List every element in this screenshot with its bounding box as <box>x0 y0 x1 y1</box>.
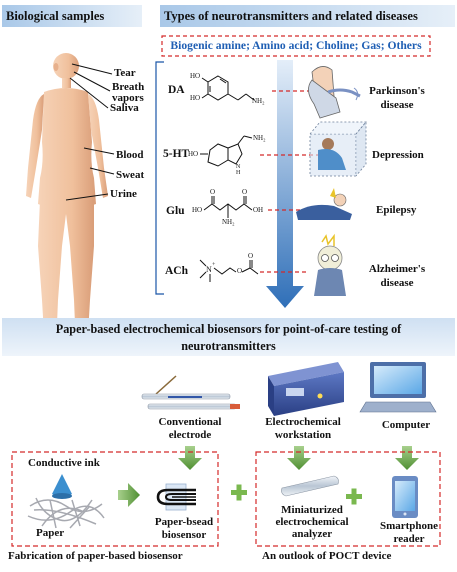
label-smartphone-reader: Smartphone reader <box>379 520 439 545</box>
mol-5ht-nh: N H <box>236 164 241 176</box>
header-biological-samples-text: Biological samples <box>6 8 105 23</box>
nt-abbr-glu: Glu <box>166 205 185 217</box>
5ht-molecule <box>200 135 253 167</box>
nt-abbr-ach: ACh <box>165 265 189 277</box>
down-arrow <box>266 60 304 308</box>
poct-box-border <box>255 451 441 547</box>
computer-illustration <box>359 362 437 413</box>
header-types: Types of neurotransmitters and related d… <box>160 5 455 27</box>
mol-5ht-nh2: NH₂ <box>253 134 266 142</box>
label-urine: Urine <box>110 188 137 200</box>
mol-glu-ho: HO <box>192 206 203 214</box>
category-box-border <box>161 35 431 57</box>
neurotransmitter-bracket <box>155 61 164 295</box>
banner: Paper-based electrochemical biosensors f… <box>2 318 455 356</box>
label-blood: Blood <box>116 149 144 161</box>
header-types-text: Types of neurotransmitters and related d… <box>164 8 418 23</box>
label-computer: Computer <box>381 419 431 431</box>
banner-line1: Paper-based electrochemical biosensors f… <box>55 322 402 336</box>
disease-alzheimers: Alzheimer's disease <box>368 263 426 289</box>
epilepsy-figure <box>296 188 352 220</box>
label-paper-biosensor: Paper-bsead biosensor <box>154 516 214 541</box>
category-box-text: Biogenic amine; Amino acid; Choline; Gas… <box>170 39 422 52</box>
mol-da-ho1: HO <box>190 72 201 80</box>
nt-abbr-da: DA <box>168 84 185 96</box>
parkinsons-figure <box>308 66 361 119</box>
label-sweat: Sweat <box>116 169 145 181</box>
mol-glu-nh2: NH₂ <box>222 218 235 226</box>
analyzer-illustration <box>281 475 339 497</box>
label-paper: Paper <box>36 527 65 539</box>
mol-da-ho2: HO <box>190 94 201 102</box>
mol-ach-o2: O <box>248 252 254 260</box>
mol-ach-o1: O <box>237 267 243 275</box>
plus-signs <box>231 484 362 505</box>
mol-5ht-ho: HO <box>188 150 199 158</box>
ach-molecule <box>199 259 259 282</box>
workstation-illustration <box>268 362 344 416</box>
label-breath-vapors: Breath vapors <box>112 81 145 104</box>
mol-glu-o2: O <box>242 188 248 196</box>
disease-epilepsy: Epilepsy <box>376 204 417 216</box>
caption-poct: An outlook of POCT device <box>262 550 392 562</box>
nt-abbr-5ht: 5-HT <box>163 148 190 160</box>
caption-fabrication: Fabrication of paper-based biosensor <box>8 550 183 562</box>
header-biological-samples: Biological samples <box>2 5 142 27</box>
label-tear: Tear <box>114 67 136 79</box>
ink-drop-illustration <box>52 474 72 499</box>
label-analyzer: Miniaturized electrochemical analyzer <box>275 504 349 540</box>
label-saliva: Saliva <box>110 102 139 114</box>
conventional-electrode-illustration <box>141 375 240 410</box>
fabrication-box-border <box>11 451 219 547</box>
banner-line2: neurotransmitters <box>181 339 276 353</box>
paper-biosensor-illustration <box>156 483 196 511</box>
mol-da-nh2: NH₂ <box>252 97 265 105</box>
label-workstation: Electrochemical workstation <box>265 416 341 441</box>
fabrication-arrow <box>118 483 140 507</box>
disease-depression: Depression <box>372 149 424 161</box>
disease-parkinsons: Parkinson's disease <box>369 85 425 111</box>
smartphone-illustration <box>392 476 418 518</box>
mol-glu-oh: OH <box>253 206 264 214</box>
label-conventional-electrode: Conventional electrode <box>158 416 222 441</box>
label-conductive-ink: Conductive ink <box>28 457 100 469</box>
human-body-illustration <box>26 53 108 348</box>
mol-ach-n: N <box>206 265 212 274</box>
mol-glu-o1: O <box>210 188 216 196</box>
body-label-lines <box>65 63 115 201</box>
alzheimers-figure <box>314 233 346 296</box>
glu-molecule <box>203 196 253 218</box>
paper-fibers-illustration <box>27 497 105 529</box>
green-down-arrows <box>178 446 419 470</box>
mol-ach-plus: + <box>212 262 216 268</box>
da-molecule <box>201 75 255 101</box>
depression-figure <box>309 120 367 177</box>
